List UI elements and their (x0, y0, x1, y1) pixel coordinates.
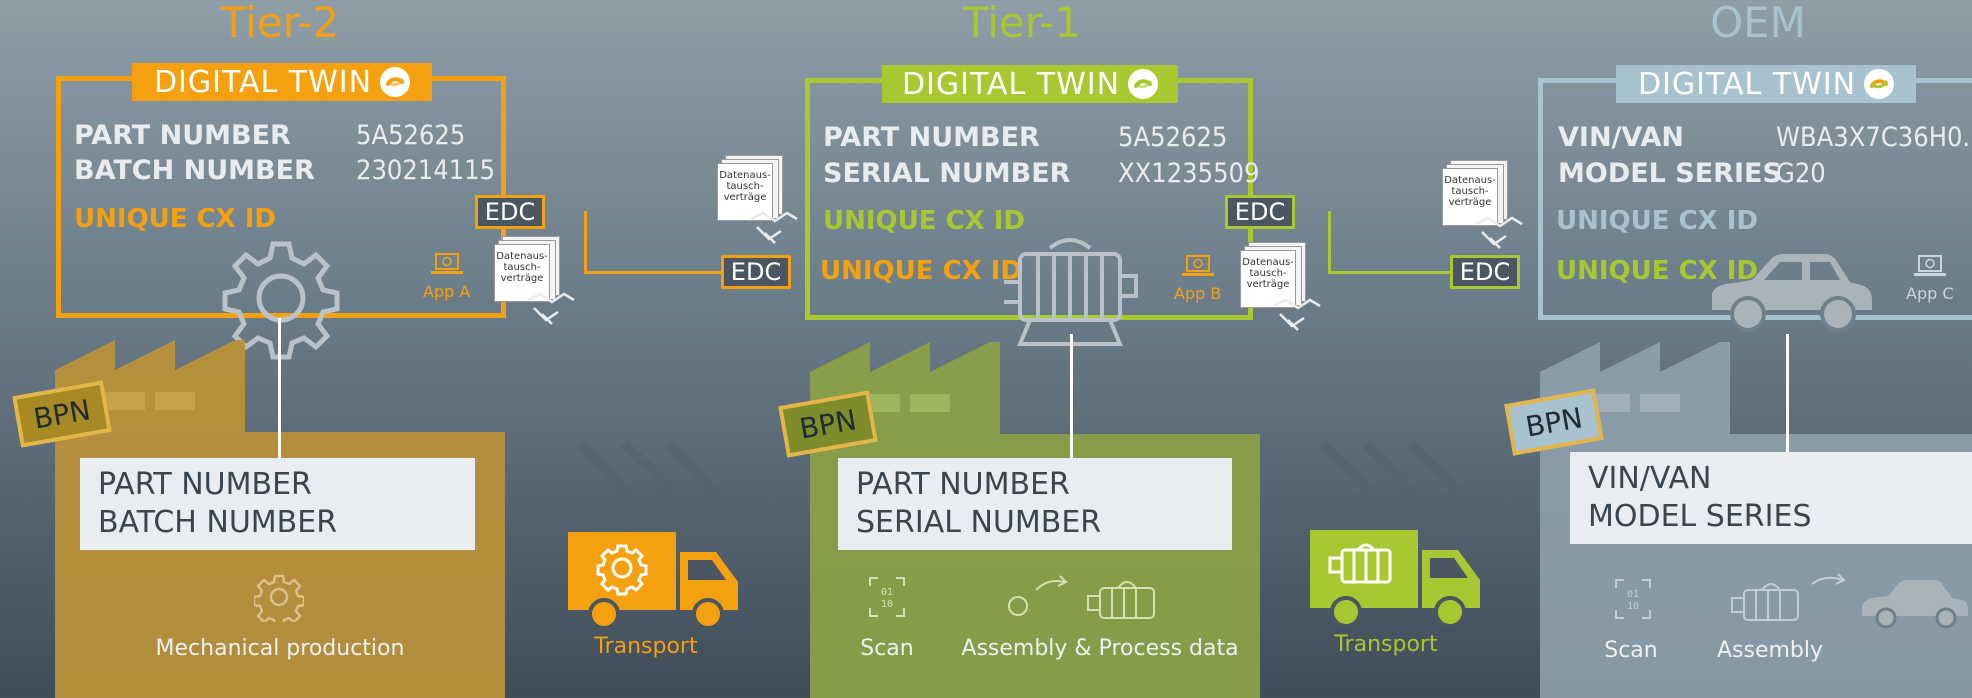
scan-icon: 01 10 (869, 577, 905, 617)
assembly-icon (1008, 575, 1155, 619)
handshake-icon (527, 292, 575, 325)
contract2-line3: verträge (723, 192, 767, 203)
contract1-line1: Datenaus- (496, 251, 548, 262)
tier2-connector-line (278, 318, 281, 460)
tier2-part-number-label: PART NUMBER (74, 120, 291, 151)
oem-info-line2: MODEL SERIES (1588, 499, 1812, 534)
tier1-serial-number-value: XX1235509 (1118, 158, 1260, 189)
laptop-icon (1181, 255, 1214, 276)
oem-title: OEM (1710, 0, 1806, 47)
tier1-incoming-cx-id: UNIQUE CX ID (820, 256, 1023, 286)
oem-vin-value: WBA3X7C36H0... (1776, 122, 1972, 153)
tier1-part-number-value: 5A52625 (1118, 122, 1228, 153)
tier1-title: Tier-1 (962, 0, 1082, 47)
contract1-line3: verträge (500, 273, 544, 284)
assembly-car-icon (1731, 573, 1968, 629)
tier2-title: Tier-2 (220, 0, 340, 47)
tier1-edc-out[interactable]: EDC (1225, 195, 1295, 229)
oem-app-label: App C (1906, 284, 1954, 303)
tier1-info-line2: SERIAL NUMBER (856, 505, 1102, 540)
car-icon (1712, 254, 1872, 332)
tier2-batch-number-value: 230214115 (356, 155, 496, 186)
oem-model-series-label: MODEL SERIES (1558, 158, 1782, 189)
oem-unique-cx-id: UNIQUE CX ID (1556, 206, 1759, 236)
oem-info-box: VIN/VAN MODEL SERIES (1570, 452, 1972, 544)
oem-app-c[interactable]: App C (1906, 254, 1954, 303)
oem-caption-scan: Scan (1604, 638, 1658, 663)
contract2-line1: Datenaus- (719, 170, 771, 181)
contract1-line2: tausch- (503, 262, 541, 273)
handshake-icon (1273, 298, 1321, 331)
tier2-app-a[interactable]: App A (423, 252, 470, 301)
laptop-icon (1913, 255, 1946, 276)
contract4-line1: Datenaus- (1444, 175, 1496, 186)
tier2-batch-number-label: BATCH NUMBER (74, 155, 315, 186)
tier2-twin-header: DIGITAL TWIN (132, 63, 432, 101)
contract2-line2: tausch- (726, 181, 764, 192)
tier2-part-number-value: 5A52625 (356, 120, 466, 151)
tier1-part-number-label: PART NUMBER (823, 122, 1040, 153)
contract4-line2: tausch- (1451, 186, 1489, 197)
tier1-app-b[interactable]: App B (1174, 254, 1221, 303)
transport-chevrons-2 (1318, 440, 1464, 536)
tier1-unique-cx-id: UNIQUE CX ID (823, 206, 1026, 236)
contract3-line3: verträge (1246, 279, 1290, 290)
catena-logo-icon (380, 67, 411, 97)
transport-label-1: Transport (594, 634, 698, 659)
contract4-line3: verträge (1448, 197, 1492, 208)
oem-twin-header-label: DIGITAL TWIN (1637, 66, 1857, 102)
transport-truck-icon-1 (568, 532, 738, 630)
oem-incoming-cx-id: UNIQUE CX ID (1556, 256, 1759, 286)
tier2-unique-cx-id: UNIQUE CX ID (74, 204, 277, 234)
tier1-caption-scan: Scan (860, 636, 914, 661)
svg-text:10: 10 (881, 599, 893, 610)
tier2-info-line1: PART NUMBER (98, 467, 312, 502)
oem-twin-header: DIGITAL TWIN (1616, 65, 1916, 103)
catena-logo-icon (1864, 69, 1895, 99)
tier2-info-line2: BATCH NUMBER (98, 505, 338, 540)
transport-chevrons-1 (576, 440, 722, 536)
contract3-line1: Datenaus- (1242, 257, 1294, 268)
tier1-caption-assembly: Assembly & Process data (961, 636, 1239, 661)
contract3-line2: tausch- (1249, 268, 1287, 279)
oem-model-series-value: G20 (1776, 158, 1826, 189)
oem-vin-label: VIN/VAN (1558, 122, 1684, 153)
oem-edc-in[interactable]: EDC (1450, 255, 1520, 289)
svg-text:01: 01 (881, 587, 893, 598)
tier1-info-line1: PART NUMBER (856, 467, 1070, 502)
tier1-twin-header-label: DIGITAL TWIN (901, 66, 1121, 102)
svg-text:10: 10 (1627, 601, 1639, 612)
tier2-app-label: App A (423, 282, 471, 301)
handshake-icon (750, 211, 798, 244)
tier2-edc-connector[interactable]: EDC (475, 195, 545, 229)
oem-info-line1: VIN/VAN (1588, 461, 1712, 496)
tier1-to-oem-line-vertical (1328, 211, 1331, 273)
catena-logo-icon (1128, 69, 1159, 99)
tier1-info-box: PART NUMBER SERIAL NUMBER (838, 458, 1232, 550)
scan-icon: 01 10 (1615, 579, 1651, 619)
gear-icon (222, 241, 340, 360)
handshake-icon (1475, 216, 1523, 249)
small-gear-icon (254, 574, 304, 622)
oem-caption-assembly: Assembly (1716, 638, 1824, 663)
tier1-serial-number-label: SERIAL NUMBER (823, 158, 1071, 189)
transport-label-2: Transport (1334, 632, 1438, 657)
tier2-caption: Mechanical production (155, 636, 405, 661)
tier1-connector-line (1070, 334, 1073, 460)
tier2-to-tier1-line (584, 271, 722, 274)
laptop-icon (430, 253, 463, 274)
tier1-to-oem-line (1328, 271, 1452, 274)
tier2-to-tier1-line-vertical (584, 211, 587, 273)
oem-connector-line (1786, 334, 1789, 454)
tier1-edc-in[interactable]: EDC (721, 255, 791, 289)
transport-truck-icon-2 (1310, 530, 1480, 628)
tier2-info-box: PART NUMBER BATCH NUMBER (80, 458, 475, 550)
svg-text:01: 01 (1627, 589, 1639, 600)
tier2-twin-header-label: DIGITAL TWIN (153, 64, 373, 100)
tier1-twin-header: DIGITAL TWIN (882, 65, 1178, 103)
tier1-app-label: App B (1174, 284, 1222, 303)
